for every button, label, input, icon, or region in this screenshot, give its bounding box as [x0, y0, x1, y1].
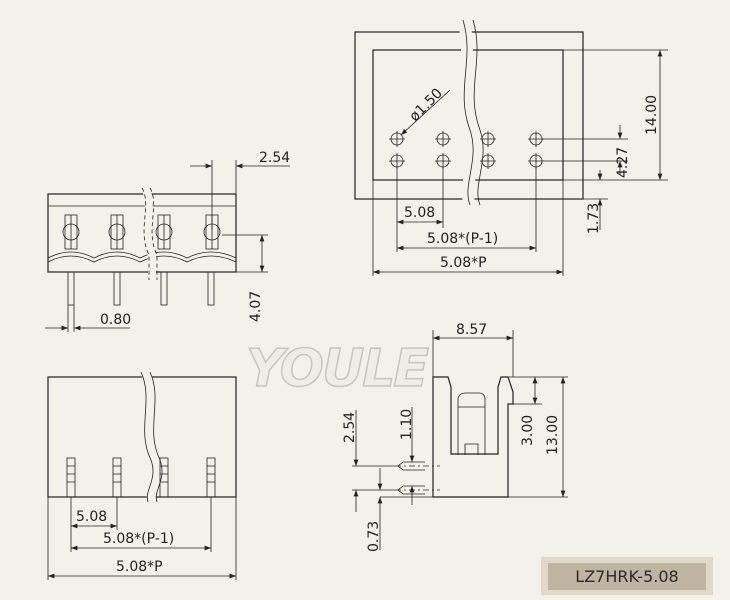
bottom-length-label: 5.08*P [116, 559, 163, 575]
bottom-pitch-label: 5.08 [76, 509, 107, 525]
top-pitch-label: 5.08 [404, 205, 435, 221]
pins [397, 461, 425, 495]
side-view: 8.57 13.00 3.00 2.54 1.10 0.73 [342, 322, 568, 552]
pin-offset-label: 1.10 [399, 409, 415, 440]
pin-width-label: 0.80 [100, 312, 131, 328]
pins [66, 457, 216, 498]
bottom-view: 5.08 5.08*(P-1) 5.08*P [47, 370, 237, 580]
part-number-badge: LZ7HRK-5.08 [541, 557, 713, 595]
top-span-label: 5.08*(P-1) [427, 231, 498, 247]
bottom-span-label: 5.08*(P-1) [103, 531, 174, 547]
pin-base-label: 0.73 [366, 521, 382, 552]
terminal-clamps [62, 214, 221, 250]
pin-spacing-label: 2.54 [342, 412, 358, 443]
offset-label: 2.54 [259, 150, 290, 166]
edge-offset-label: 1.73 [586, 203, 602, 234]
pin-height-label: 4.07 [248, 291, 264, 322]
step-label: 3.00 [520, 415, 536, 446]
side-height-label: 13.00 [545, 415, 561, 455]
top-length-label: 5.08*P [440, 255, 487, 271]
watermark: YOULE [246, 339, 428, 399]
height-label: 14.00 [644, 95, 660, 135]
hole-diameter-label: ø1.50 [407, 85, 446, 124]
pins [67, 271, 215, 306]
part-number: LZ7HRK-5.08 [548, 563, 706, 590]
top-view: ø1.50 14.00 4.27 1.73 5.08 5.08*(P-1) 5.… [354, 18, 668, 276]
row-spacing-label: 4.27 [615, 147, 631, 178]
depth-label: 8.57 [456, 322, 487, 338]
front-view: 2.54 4.07 0.80 [45, 150, 290, 332]
